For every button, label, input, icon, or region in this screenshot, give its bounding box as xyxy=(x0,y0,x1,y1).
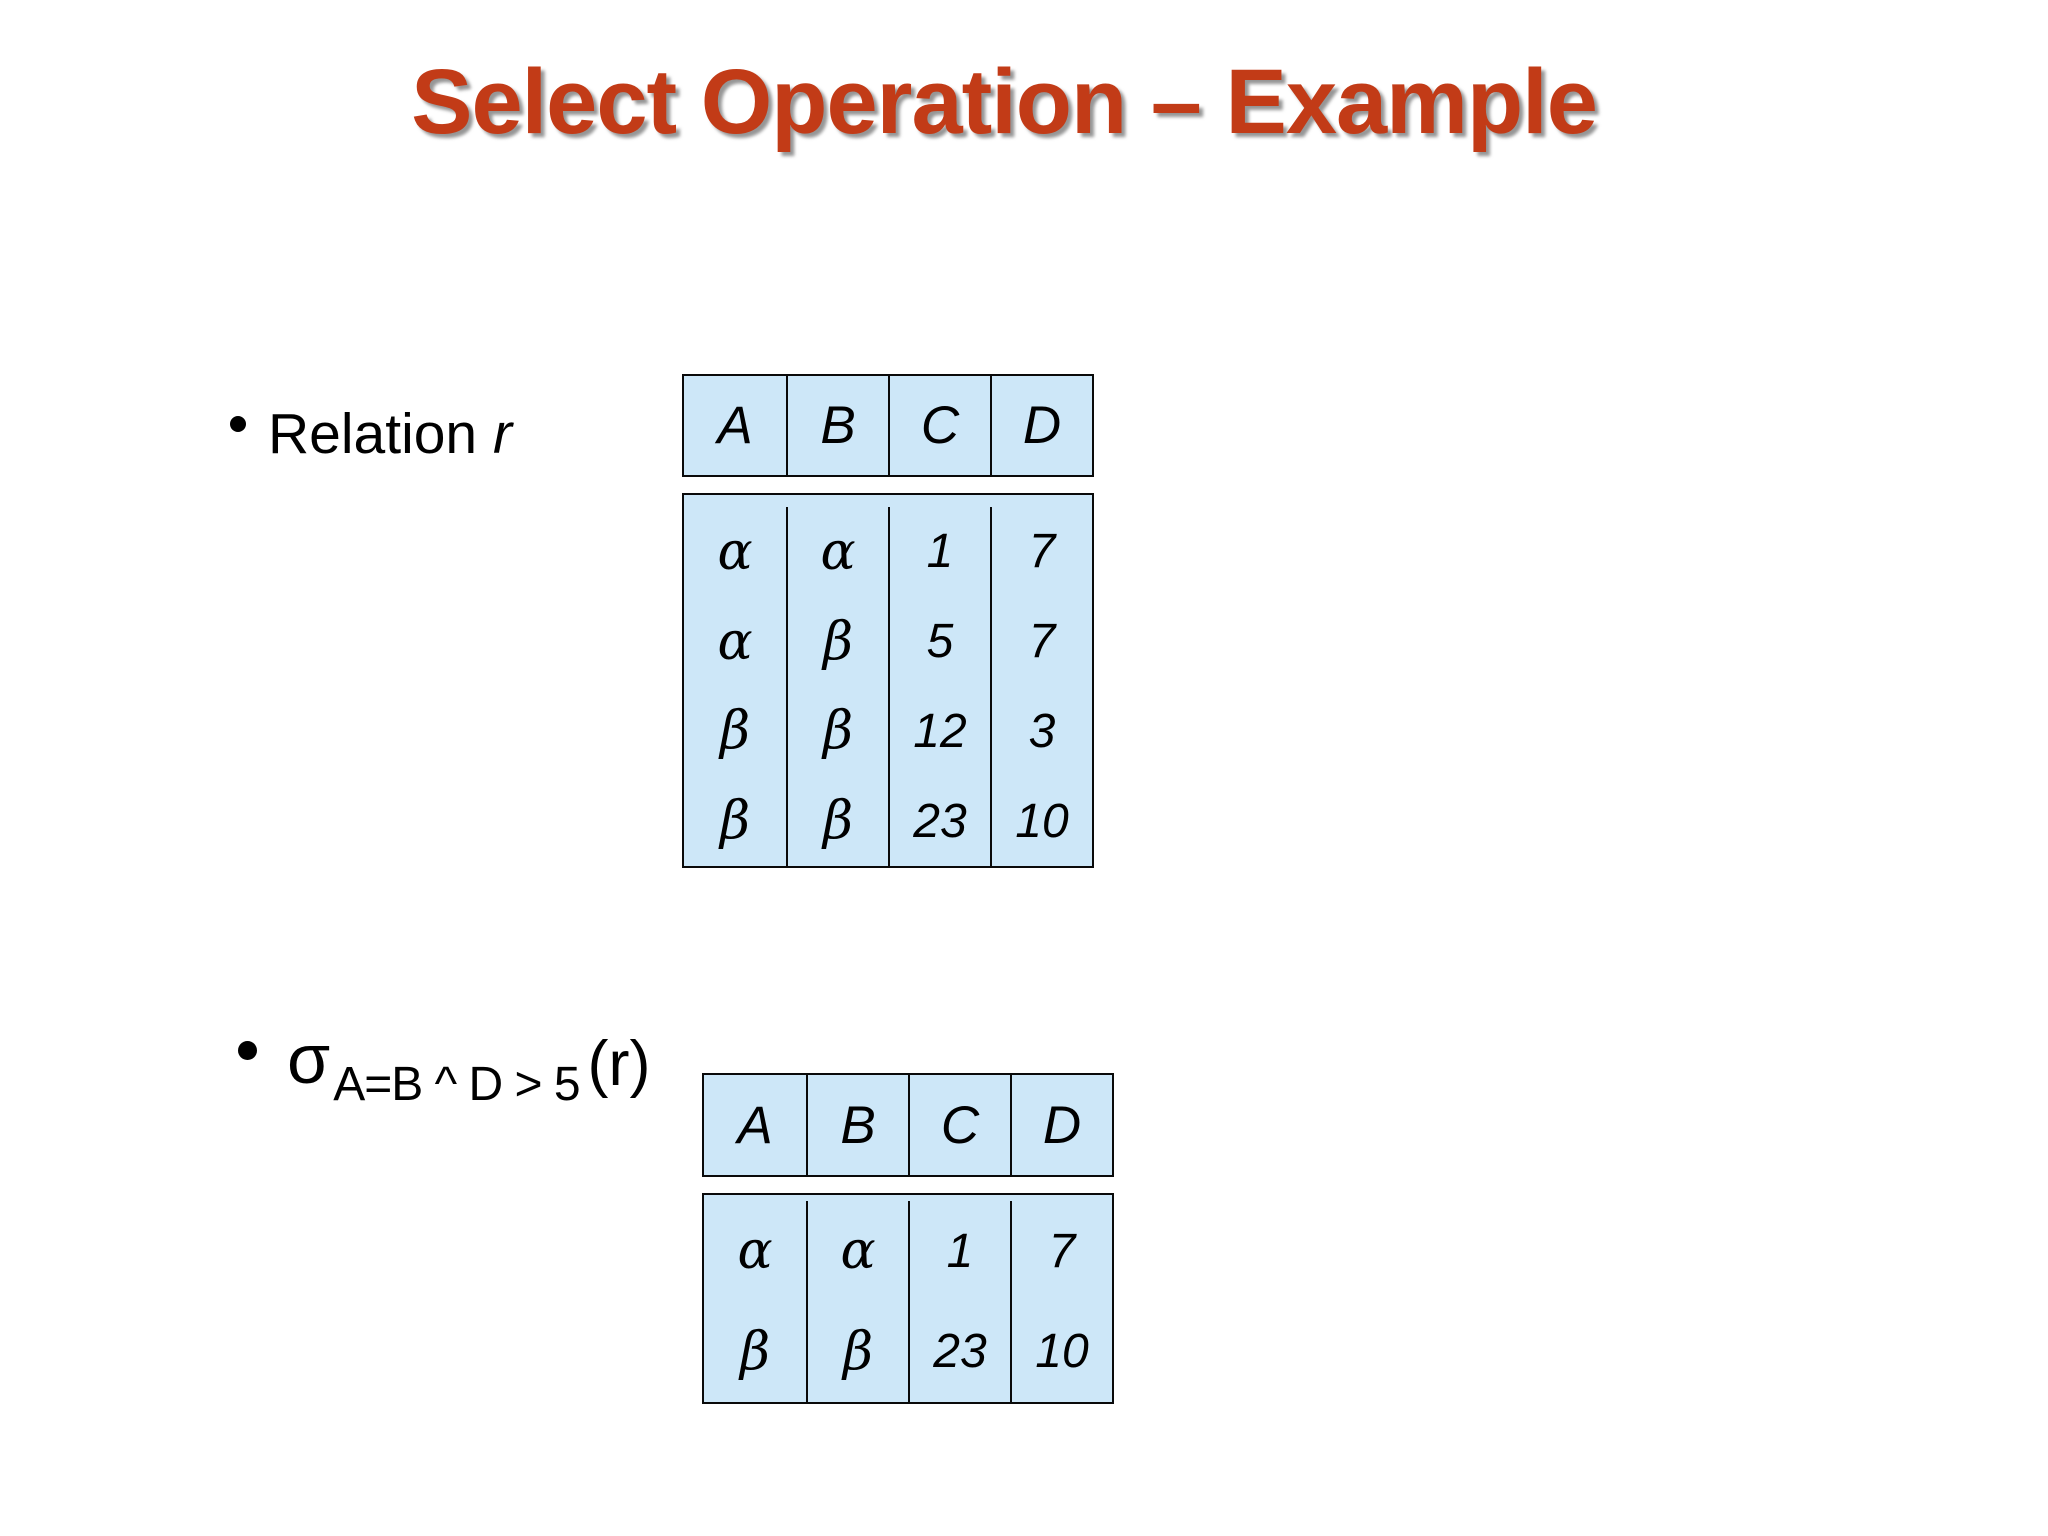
table-cell: 3 xyxy=(990,686,1092,777)
column-header-d: D xyxy=(1010,1075,1112,1175)
table-cell: β xyxy=(719,791,751,852)
bullet-icon xyxy=(238,1041,257,1060)
relation-variable: r xyxy=(492,402,512,466)
table-cell: 10 xyxy=(1010,1301,1112,1402)
table-cell: α xyxy=(806,1201,908,1302)
column-header-a: A xyxy=(737,1095,773,1155)
column-header-c: C xyxy=(888,376,990,475)
table-cell: 23 xyxy=(888,776,990,866)
table-cell: 7 xyxy=(990,596,1092,687)
table-cell: β xyxy=(719,701,751,762)
table-cell: 1 xyxy=(888,507,990,597)
column-header-b: B xyxy=(806,1075,908,1175)
column-header-b: B xyxy=(786,376,888,475)
table-cell: α xyxy=(717,611,753,672)
relation-label: Relation r xyxy=(268,403,512,466)
table-cell: 12 xyxy=(888,686,990,777)
table-cell: 1 xyxy=(908,1201,1010,1302)
table-cell: 7 xyxy=(1010,1201,1112,1302)
table-cell: 23 xyxy=(908,1301,1010,1402)
table-cell: 5 xyxy=(888,596,990,687)
column-header-d: D xyxy=(990,376,1092,475)
table-cell: α xyxy=(737,1221,773,1282)
sigma-argument: (r) xyxy=(587,1029,651,1099)
table-cell: 10 xyxy=(990,776,1092,866)
table-cell: β xyxy=(739,1321,771,1382)
table-cell: β xyxy=(786,776,888,866)
table-cell: α xyxy=(717,521,753,582)
sigma-operator: σ xyxy=(287,1020,331,1098)
table-cell: 7 xyxy=(990,507,1092,597)
table-cell: β xyxy=(786,596,888,687)
relation-label-text: Relation xyxy=(268,402,493,466)
column-header-a: A xyxy=(717,396,753,455)
sigma-expression: σ A=B ^ D > 5 (r) xyxy=(287,1020,651,1109)
bullet-icon xyxy=(230,416,246,432)
table-cell: β xyxy=(806,1301,908,1402)
table-cell: α xyxy=(786,507,888,597)
sigma-condition: A=B ^ D > 5 xyxy=(333,1058,580,1111)
column-header-c: C xyxy=(908,1075,1010,1175)
table-cell: β xyxy=(786,686,888,777)
page-title: Select Operation – Example xyxy=(411,51,1598,153)
